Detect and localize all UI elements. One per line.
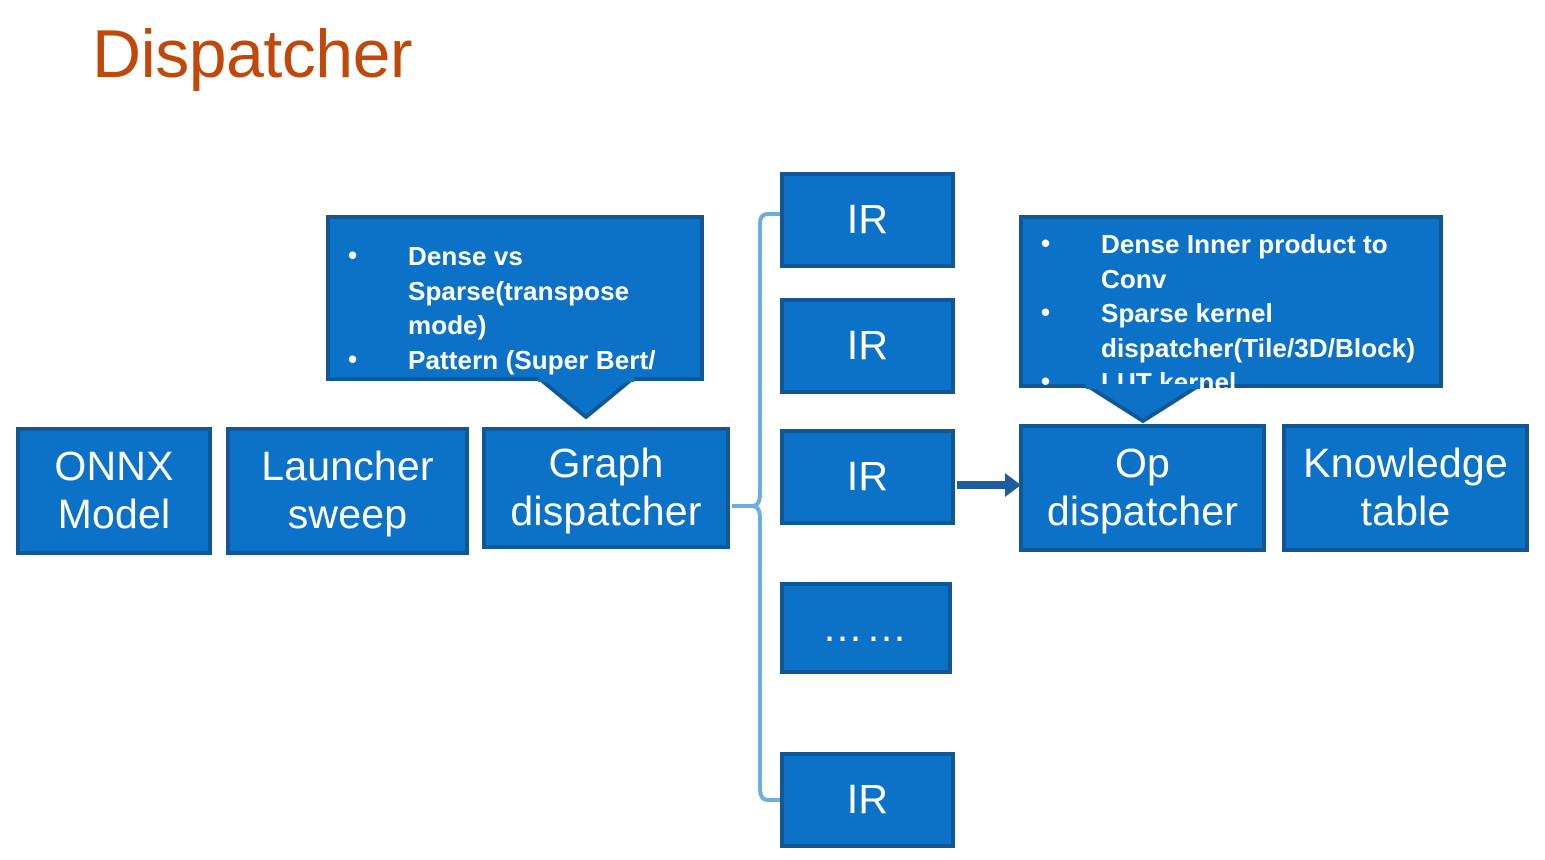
- graph-dispatcher-callout: Dense vs Sparse(transpose mode) Pattern …: [326, 215, 704, 409]
- graph-dispatcher-callout-list: Dense vs Sparse(transpose mode) Pattern …: [330, 219, 700, 412]
- callout-bullet: Dense vs Sparse(transpose mode): [330, 238, 700, 343]
- box-line: dispatcher: [1046, 488, 1239, 534]
- ir-group-brace: [732, 212, 780, 802]
- op-dispatcher-callout: Dense Inner product to Conv Sparse kerne…: [1019, 215, 1443, 398]
- box-label: IR: [846, 776, 889, 823]
- callout-bullet: Dense Inner product to Conv: [1023, 226, 1439, 296]
- box-ir-3[interactable]: IR: [780, 429, 955, 525]
- box-line: Graph: [548, 440, 664, 487]
- box-line: sweep: [287, 491, 408, 537]
- box-line: Model: [57, 491, 171, 537]
- box-ir-1[interactable]: IR: [780, 172, 955, 268]
- box-label: IR: [846, 322, 889, 369]
- callout-bullet: LUT kernel: [1023, 364, 1439, 400]
- callout-bullet: Pattern (Super Bert/ Merge QKV): [330, 342, 700, 412]
- box-ir-ellipsis[interactable]: ……: [780, 582, 952, 674]
- callout-bullet: Sparse kernel dispatcher(Tile/3D/Block): [1023, 295, 1439, 365]
- box-line: Op: [1114, 440, 1171, 487]
- box-ir-n[interactable]: IR: [780, 752, 955, 848]
- box-label: IR: [846, 453, 889, 500]
- op-dispatcher-callout-list: Dense Inner product to Conv Sparse kerne…: [1023, 219, 1439, 400]
- box-line: Knowledge: [1303, 440, 1508, 487]
- box-line: table: [1360, 488, 1451, 534]
- box-op-dispatcher[interactable]: Op dispatcher: [1019, 424, 1266, 552]
- box-line: ONNX: [54, 443, 174, 490]
- box-launcher-sweep[interactable]: Launcher sweep: [226, 427, 469, 555]
- page-title: Dispatcher: [92, 16, 413, 92]
- box-line: Launcher: [261, 443, 434, 490]
- box-line: dispatcher: [510, 488, 702, 534]
- box-knowledge-table[interactable]: Knowledge table: [1282, 424, 1529, 552]
- ir-to-op-dispatcher-arrow: [957, 473, 1021, 497]
- box-ir-2[interactable]: IR: [780, 298, 955, 394]
- box-label: IR: [846, 196, 889, 243]
- box-graph-dispatcher[interactable]: Graph dispatcher: [482, 427, 730, 549]
- box-onnx-model[interactable]: ONNX Model: [16, 427, 212, 555]
- box-label: ……: [822, 604, 910, 651]
